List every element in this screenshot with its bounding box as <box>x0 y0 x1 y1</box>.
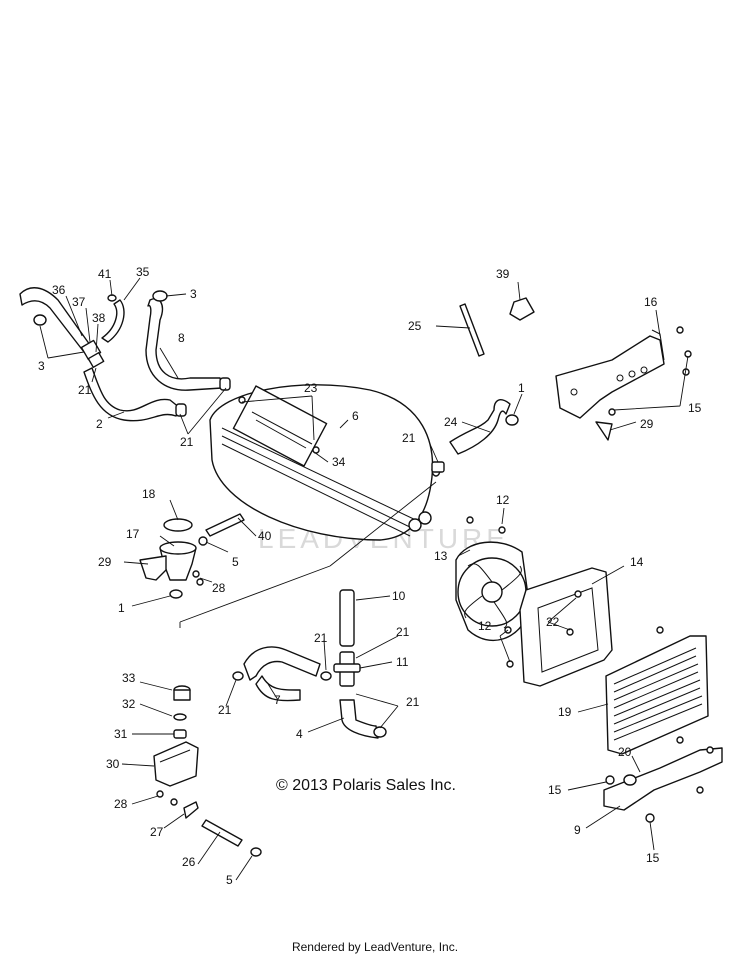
callout-6: 6 <box>352 409 359 423</box>
callout-27: 27 <box>150 825 164 839</box>
thermostat-housing <box>139 518 208 599</box>
hose-10 <box>339 589 355 647</box>
callout-13: 13 <box>434 549 448 563</box>
callout-21: 21 <box>396 625 410 639</box>
callout-15: 15 <box>548 783 562 797</box>
callout-28: 28 <box>212 581 226 595</box>
hose-2 <box>83 367 187 422</box>
callout-5: 5 <box>226 873 233 887</box>
hose-4 <box>339 699 387 739</box>
callout-21: 21 <box>78 383 92 397</box>
callout-17: 17 <box>126 527 140 541</box>
hose-8 <box>145 290 231 391</box>
hose-40 <box>205 513 245 537</box>
callout-36: 36 <box>52 283 66 297</box>
callout-10: 10 <box>392 589 406 603</box>
callout-32: 32 <box>122 697 136 711</box>
callout-29: 29 <box>640 417 654 431</box>
hose-7 <box>232 646 332 702</box>
callout-26: 26 <box>182 855 196 869</box>
callout-9: 9 <box>574 823 581 837</box>
callout-40: 40 <box>258 529 272 543</box>
callout-21: 21 <box>402 431 416 445</box>
callout-37: 37 <box>72 295 86 309</box>
bracket-9 <box>603 746 723 823</box>
callout-39: 39 <box>496 267 510 281</box>
rod-25 <box>459 303 485 357</box>
callout-21: 21 <box>406 695 420 709</box>
cap-39 <box>509 297 535 321</box>
tee-11 <box>333 651 361 687</box>
footer-credit: Rendered by LeadVenture, Inc. <box>291 940 459 954</box>
fan-13 <box>455 516 531 641</box>
callout-5: 5 <box>232 555 239 569</box>
callout-3: 3 <box>190 287 197 301</box>
callout-21: 21 <box>180 435 194 449</box>
callout-31: 31 <box>114 727 128 741</box>
callout-15: 15 <box>688 401 702 415</box>
fitting-37-38 <box>80 339 105 369</box>
callout-28: 28 <box>114 797 128 811</box>
shroud-14 <box>504 567 613 687</box>
callout-25: 25 <box>408 319 422 333</box>
clamp-5-bottom <box>250 847 262 857</box>
neck-31 <box>173 729 187 739</box>
radiator-19 <box>605 626 709 755</box>
leader-lines <box>39 277 689 881</box>
callout-41: 41 <box>98 267 112 281</box>
callout-21: 21 <box>218 703 232 717</box>
callout-29: 29 <box>98 555 112 569</box>
callout-4: 4 <box>296 727 303 741</box>
callout-2: 2 <box>96 417 103 431</box>
callout-20: 20 <box>618 745 632 759</box>
callout-labels: 41 35 3 36 37 38 3 21 8 2 21 23 6 34 25 … <box>38 265 702 887</box>
cap-33 <box>173 685 191 701</box>
callout-19: 19 <box>558 705 572 719</box>
copyright-notice: © 2013 Polaris Sales Inc. <box>276 777 456 794</box>
callout-35: 35 <box>136 265 150 279</box>
callout-33: 33 <box>122 671 136 685</box>
callout-22: 22 <box>546 615 560 629</box>
callout-38: 38 <box>92 311 106 325</box>
callout-18: 18 <box>142 487 156 501</box>
bracket-16 <box>555 326 692 441</box>
reservoir-30 <box>153 741 199 806</box>
callout-30: 30 <box>106 757 120 771</box>
callout-12: 12 <box>496 493 510 507</box>
callout-7: 7 <box>274 693 281 707</box>
callout-24: 24 <box>444 415 458 429</box>
callout-15: 15 <box>646 851 660 865</box>
coolant-tube-assembly-6 <box>209 384 441 541</box>
callout-34: 34 <box>332 455 346 469</box>
hose-26 <box>201 819 243 847</box>
callout-16: 16 <box>644 295 658 309</box>
callout-23: 23 <box>304 381 318 395</box>
callout-12: 12 <box>478 619 492 633</box>
callout-11: 11 <box>396 655 409 669</box>
callout-14: 14 <box>630 555 644 569</box>
hose-24 <box>431 399 519 473</box>
callout-1: 1 <box>518 381 525 395</box>
seal-32 <box>173 713 187 721</box>
callout-1: 1 <box>118 601 125 615</box>
fitting-27 <box>183 801 199 819</box>
callout-3: 3 <box>38 359 45 373</box>
callout-8: 8 <box>178 331 185 345</box>
callout-21: 21 <box>314 631 328 645</box>
clamp-3-left <box>33 314 47 326</box>
